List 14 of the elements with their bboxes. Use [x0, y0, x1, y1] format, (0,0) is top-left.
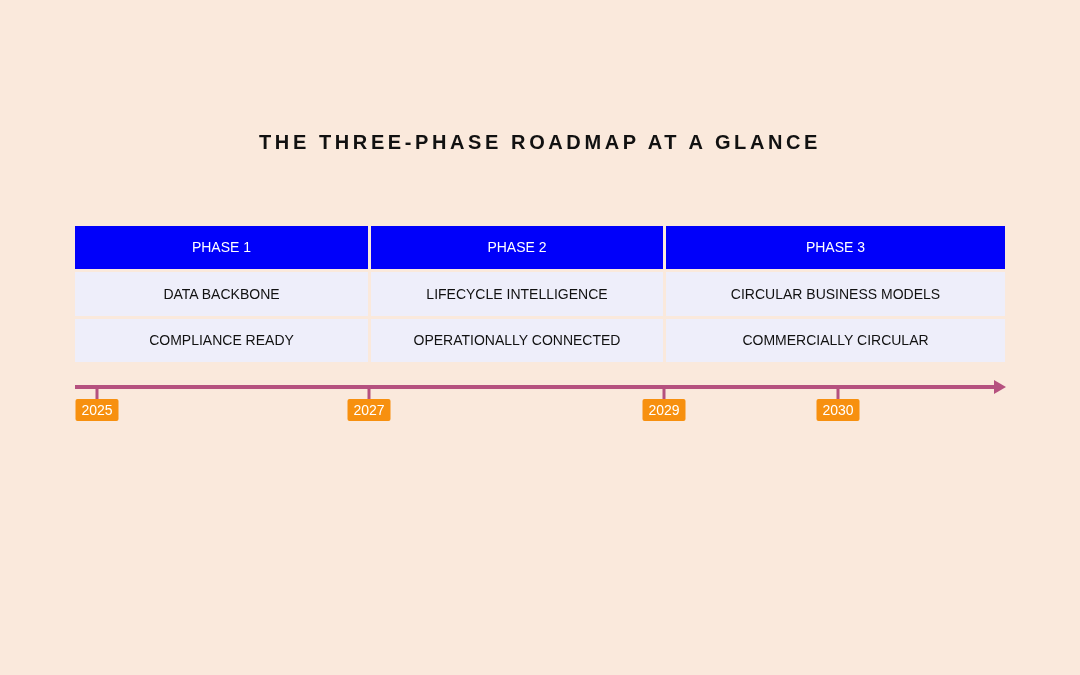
year-badge: 2027 [347, 399, 391, 421]
table-cell: LIFECYCLE INTELLIGENCE [371, 272, 663, 316]
table-cell: COMPLIANCE READY [75, 319, 368, 362]
year-badge: 2030 [816, 399, 860, 421]
phase-header-cell: PHASE 1 [75, 226, 368, 269]
table-cell: CIRCULAR BUSINESS MODELS [666, 272, 1005, 316]
year-badge: 2029 [642, 399, 686, 421]
phase-header-cell: PHASE 2 [371, 226, 663, 269]
table-cell: DATA BACKBONE [75, 272, 368, 316]
year-badge: 2025 [75, 399, 119, 421]
table-cell: OPERATIONALLY CONNECTED [371, 319, 663, 362]
table-cell: COMMERCIALLY CIRCULAR [666, 319, 1005, 362]
phase-header-cell: PHASE 3 [666, 226, 1005, 269]
title: THE THREE-PHASE ROADMAP AT A GLANCE [258, 130, 822, 155]
